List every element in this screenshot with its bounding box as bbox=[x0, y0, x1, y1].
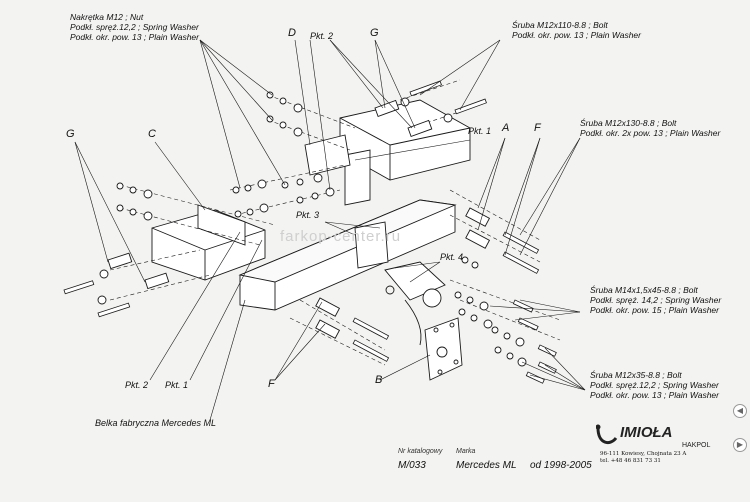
label-bolt130-line1: Śruba M12x130-8.8 ; Bolt bbox=[580, 118, 677, 128]
catalog-number-header: Nr katalogowy bbox=[398, 448, 443, 455]
point-label-pkt1-top: Pkt. 1 bbox=[468, 126, 492, 136]
part-letter-f-right: F bbox=[534, 122, 541, 134]
towball-assembly bbox=[354, 221, 446, 346]
brand-header: Marka bbox=[456, 448, 476, 455]
logo-sub: HAKPOL bbox=[682, 442, 711, 449]
label-bolt45-line3: Podkł. okr. pow. 15 ; Plain Washer bbox=[590, 305, 719, 315]
catalog-number: M/033 bbox=[398, 460, 426, 471]
part-letter-f-bottom: F bbox=[268, 378, 275, 390]
next-page-button[interactable]: ▶ bbox=[733, 438, 747, 452]
point-label-pkt2-bottom: Pkt. 2 bbox=[125, 380, 149, 390]
part-letter-d: D bbox=[288, 27, 296, 39]
part-letter-g-left: G bbox=[66, 128, 75, 140]
point-label-pkt1-bottom: Pkt. 1 bbox=[165, 380, 189, 390]
label-bolt45-line1: Śruba M14x1,5x45-8.8 ; Bolt bbox=[590, 285, 698, 295]
point-label-pkt4: Pkt. 4 bbox=[440, 252, 464, 262]
leader-lines bbox=[74, 39, 586, 421]
watermark: farkop-center.ru bbox=[280, 228, 402, 245]
model-years: od 1998-2005 bbox=[530, 460, 592, 471]
label-bolt45-line2: Podkł. spręż. 14,2 ; Spring Washer bbox=[590, 295, 722, 305]
left-bracket bbox=[151, 204, 266, 281]
label-bolt35-line2: Podkł. spręż.12,2 ; Spring Washer bbox=[590, 380, 719, 390]
label-bolt35-line3: Podkł. okr. pow. 13 ; Plain Washer bbox=[590, 390, 719, 400]
point-label-pkt3: Pkt. 3 bbox=[296, 210, 320, 220]
address-line1: 96-111 Kowiesy, Chojnata 23 A bbox=[600, 451, 687, 457]
main-beam bbox=[238, 199, 457, 311]
logo-name: IMIOŁA bbox=[620, 424, 673, 441]
part-letter-g-top: G bbox=[370, 27, 379, 39]
label-bolt130-line2: Podkł. okr. 2x pow. 13 ; Plain Washer bbox=[580, 128, 721, 138]
label-nut-line3: Podkł. okr. pow. 13 ; Plain Washer bbox=[70, 32, 199, 42]
nuts-and-washers bbox=[97, 91, 527, 367]
point-label-pkt2-top: Pkt. 2 bbox=[310, 31, 334, 41]
spacer-tubes bbox=[107, 99, 491, 339]
label-bolt110-line2: Podkł. okr. pow. 13 ; Plain Washer bbox=[512, 30, 641, 40]
brand-value: Mercedes ML bbox=[456, 460, 517, 471]
socket-plate bbox=[424, 317, 463, 381]
beam-label: Belka fabryczna Mercedes ML bbox=[95, 418, 217, 428]
part-letter-a: A bbox=[502, 122, 510, 134]
bolts bbox=[63, 80, 557, 384]
label-nut-line1: Nakrętka M12 ; Nut bbox=[70, 12, 144, 22]
address-line2: tel. +48 46 831 73 31 bbox=[600, 458, 661, 464]
label-nut-line2: Podkł. spręż.12,2 ; Spring Washer bbox=[70, 22, 199, 32]
part-letter-b: B bbox=[375, 374, 383, 386]
part-letter-c: C bbox=[148, 128, 156, 140]
label-bolt35-line1: Śruba M12x35-8.8 ; Bolt bbox=[590, 370, 682, 380]
prev-page-button[interactable]: ◀ bbox=[733, 404, 747, 418]
right-bracket bbox=[304, 99, 471, 206]
label-bolt110-line1: Śruba M12x110-8.8 ; Bolt bbox=[512, 20, 608, 30]
imiola-logo: IMIOŁA HAKPOL bbox=[596, 424, 711, 449]
